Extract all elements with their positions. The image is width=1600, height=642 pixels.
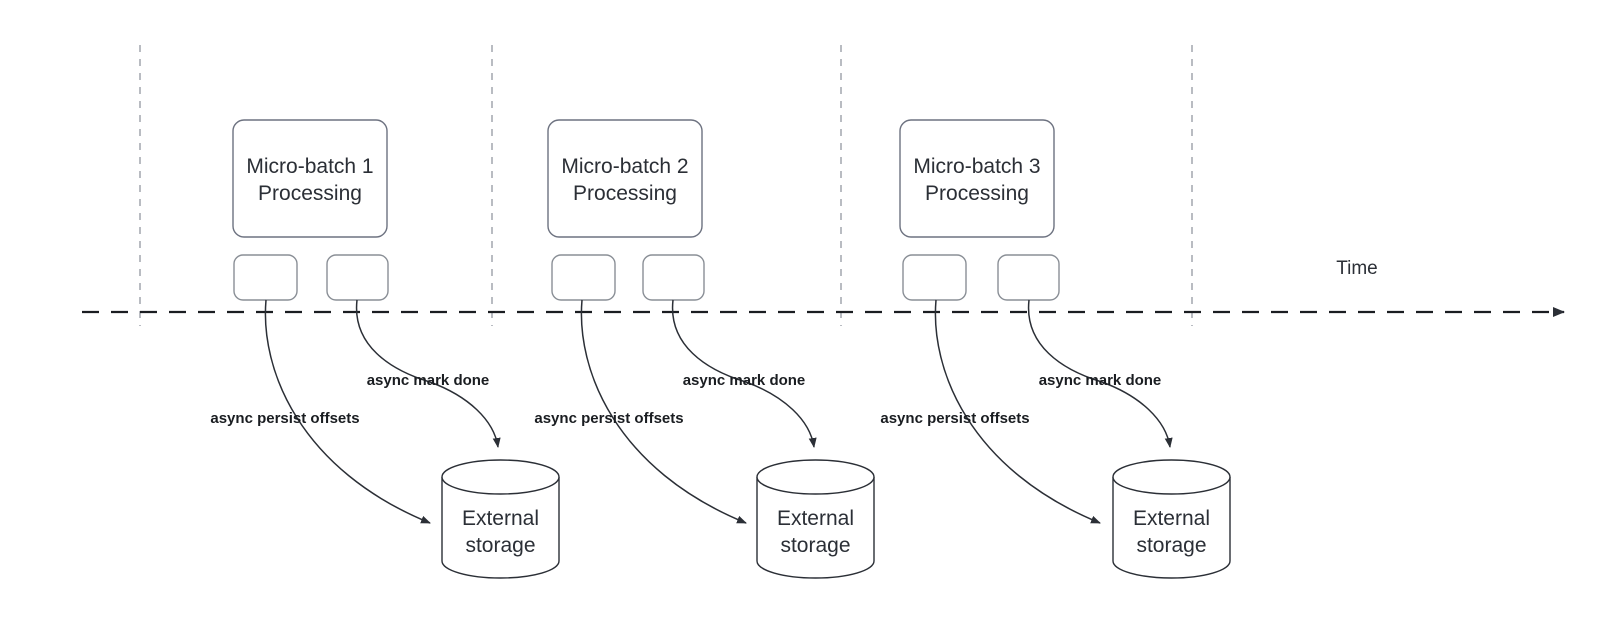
edge-label-mark-done-1: async mark done [367, 372, 490, 389]
storage-label-line2: storage [780, 534, 850, 557]
timeline-axis: Time [82, 258, 1565, 317]
task-box-right-1[interactable] [326, 254, 389, 301]
task-box-right-2[interactable] [642, 254, 705, 301]
task-box-left-3[interactable] [902, 254, 967, 301]
process-box-label-line2: Processing [925, 182, 1029, 205]
process-box-label-line1: Micro-batch 2 [561, 155, 688, 178]
storage-label-line1: External [1133, 507, 1210, 530]
process-box-label-line2: Processing [573, 182, 677, 205]
flow-arrow-persist-offsets-1 [264, 299, 431, 524]
task-box-right-3[interactable] [997, 254, 1060, 301]
timeline-tick-group [139, 45, 1193, 326]
flow-arrow-mark-done-3 [1027, 299, 1173, 448]
flow-arrow-mark-done-2 [671, 299, 817, 448]
edge-label-mark-done-2: async mark done [683, 372, 806, 389]
storage-cylinder-body-3[interactable] [1112, 477, 1231, 579]
flow-arrow-persist-offsets-3 [934, 299, 1101, 524]
storage-label-line2: storage [1136, 534, 1206, 557]
process-box-3[interactable] [899, 119, 1055, 238]
process-box-label-line2: Processing [258, 182, 362, 205]
storage-label-line1: External [777, 507, 854, 530]
task-box-left-2[interactable] [551, 254, 616, 301]
process-box-2[interactable] [547, 119, 703, 238]
edge-label-persist-offsets-2: async persist offsets [534, 410, 683, 427]
process-box-label-line1: Micro-batch 1 [246, 155, 373, 178]
storage-label-line1: External [462, 507, 539, 530]
task-box-left-1[interactable] [233, 254, 298, 301]
flow-arrow-mark-done-1 [355, 299, 501, 448]
storage-cylinder-top-1 [441, 459, 560, 495]
process-box-1[interactable] [232, 119, 388, 238]
edge-label-persist-offsets-1: async persist offsets [210, 410, 359, 427]
edge-label-persist-offsets-3: async persist offsets [880, 410, 1029, 427]
timeline-axis-label: Time [1336, 258, 1378, 279]
edge-label-mark-done-3: async mark done [1039, 372, 1162, 389]
storage-cylinder-body-1[interactable] [441, 477, 560, 579]
storage-cylinder-top-2 [756, 459, 875, 495]
storage-cylinder-body-2[interactable] [756, 477, 875, 579]
storage-cylinder-top-3 [1112, 459, 1231, 495]
flow-arrow-persist-offsets-2 [580, 299, 747, 524]
process-box-label-line1: Micro-batch 3 [913, 155, 1040, 178]
storage-label-line2: storage [465, 534, 535, 557]
